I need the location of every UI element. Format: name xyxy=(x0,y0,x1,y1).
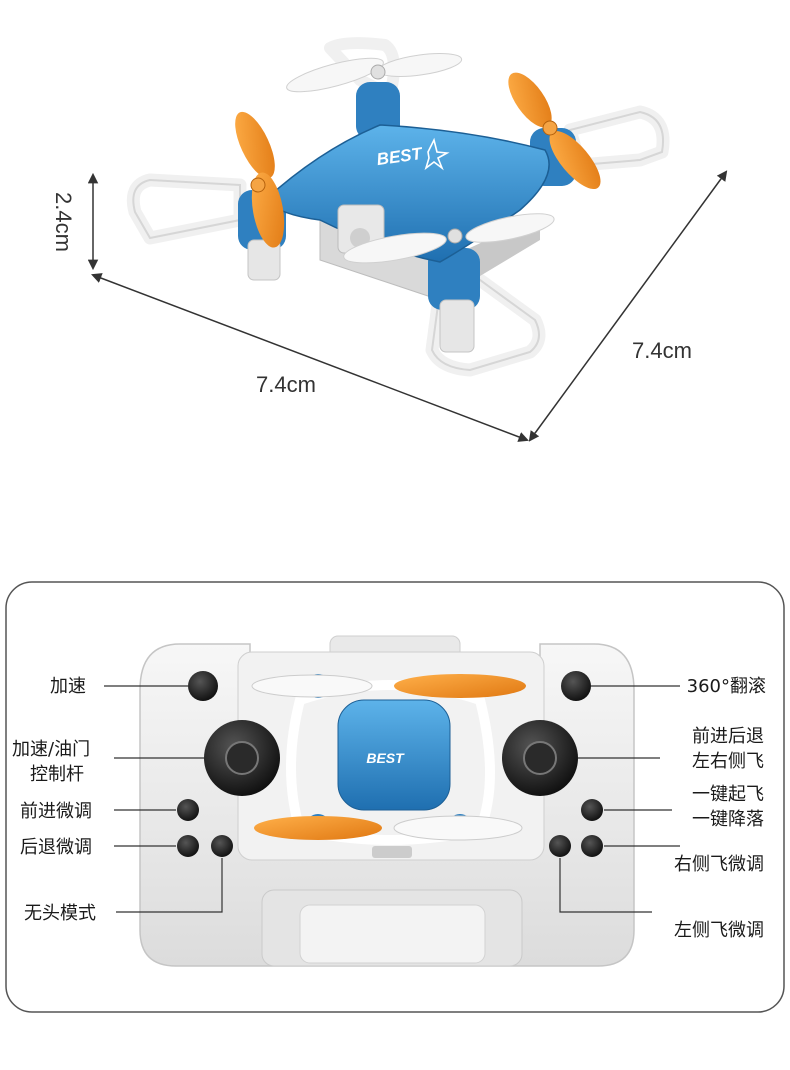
label-forward-trim: 前进微调 xyxy=(20,801,92,822)
tray-brand-logo: BEST xyxy=(366,750,405,766)
label-left-trim: 左侧飞微调 xyxy=(674,920,764,941)
controller-image: BEST xyxy=(139,635,635,967)
accelerate-button[interactable] xyxy=(188,671,218,701)
label-headless-mode: 无头模式 xyxy=(24,903,96,924)
drone-dimension-figure: 2.4cm 7.4cm 7.4cm xyxy=(51,37,728,442)
callout-lines xyxy=(104,685,680,913)
flip-button[interactable] xyxy=(561,671,591,701)
forward-trim-button[interactable] xyxy=(177,799,199,821)
propeller-white xyxy=(343,232,447,264)
propeller-guard-back xyxy=(324,37,400,101)
propeller-orange xyxy=(235,111,275,179)
label-accelerate: 加速 xyxy=(50,676,86,697)
propeller-guard-left xyxy=(126,173,247,245)
label-right-trim: 右侧飞微调 xyxy=(674,854,764,875)
label-flip: 360°翻滚 xyxy=(687,676,766,697)
backward-trim-button[interactable] xyxy=(177,835,199,857)
label-direction-line1: 前进后退 xyxy=(692,726,764,747)
label-throttle-line2: 控制杆 xyxy=(30,764,84,785)
tray-propeller-orange xyxy=(394,674,526,698)
label-throttle-line1: 加速/油门 xyxy=(12,739,90,760)
controller-figure: BEST xyxy=(5,581,785,1013)
width-dimension-line xyxy=(91,273,529,442)
tray-drone-body xyxy=(337,699,451,811)
tray-propeller-white xyxy=(393,815,523,841)
motor-pod xyxy=(428,248,480,310)
label-backward-trim: 后退微调 xyxy=(20,837,92,858)
label-landing: 一键降落 xyxy=(692,809,764,830)
propeller-white xyxy=(286,57,384,93)
depth-dimension-line xyxy=(528,170,728,442)
headless-mode-button[interactable] xyxy=(211,835,233,857)
tray-propeller-orange xyxy=(254,816,382,840)
height-label: 2.4cm xyxy=(51,192,76,252)
left-trim-button[interactable] xyxy=(549,835,571,857)
depth-label: 7.4cm xyxy=(632,338,692,363)
drone-image: BEST xyxy=(126,37,670,377)
tray-propeller-white xyxy=(251,674,373,698)
right-trim-button[interactable] xyxy=(581,835,603,857)
propeller-orange xyxy=(508,72,552,128)
width-label: 7.4cm xyxy=(256,372,316,397)
takeoff-landing-button[interactable] xyxy=(581,799,603,821)
label-takeoff: 一键起飞 xyxy=(692,784,764,805)
label-direction-line2: 左右侧飞 xyxy=(692,751,764,772)
